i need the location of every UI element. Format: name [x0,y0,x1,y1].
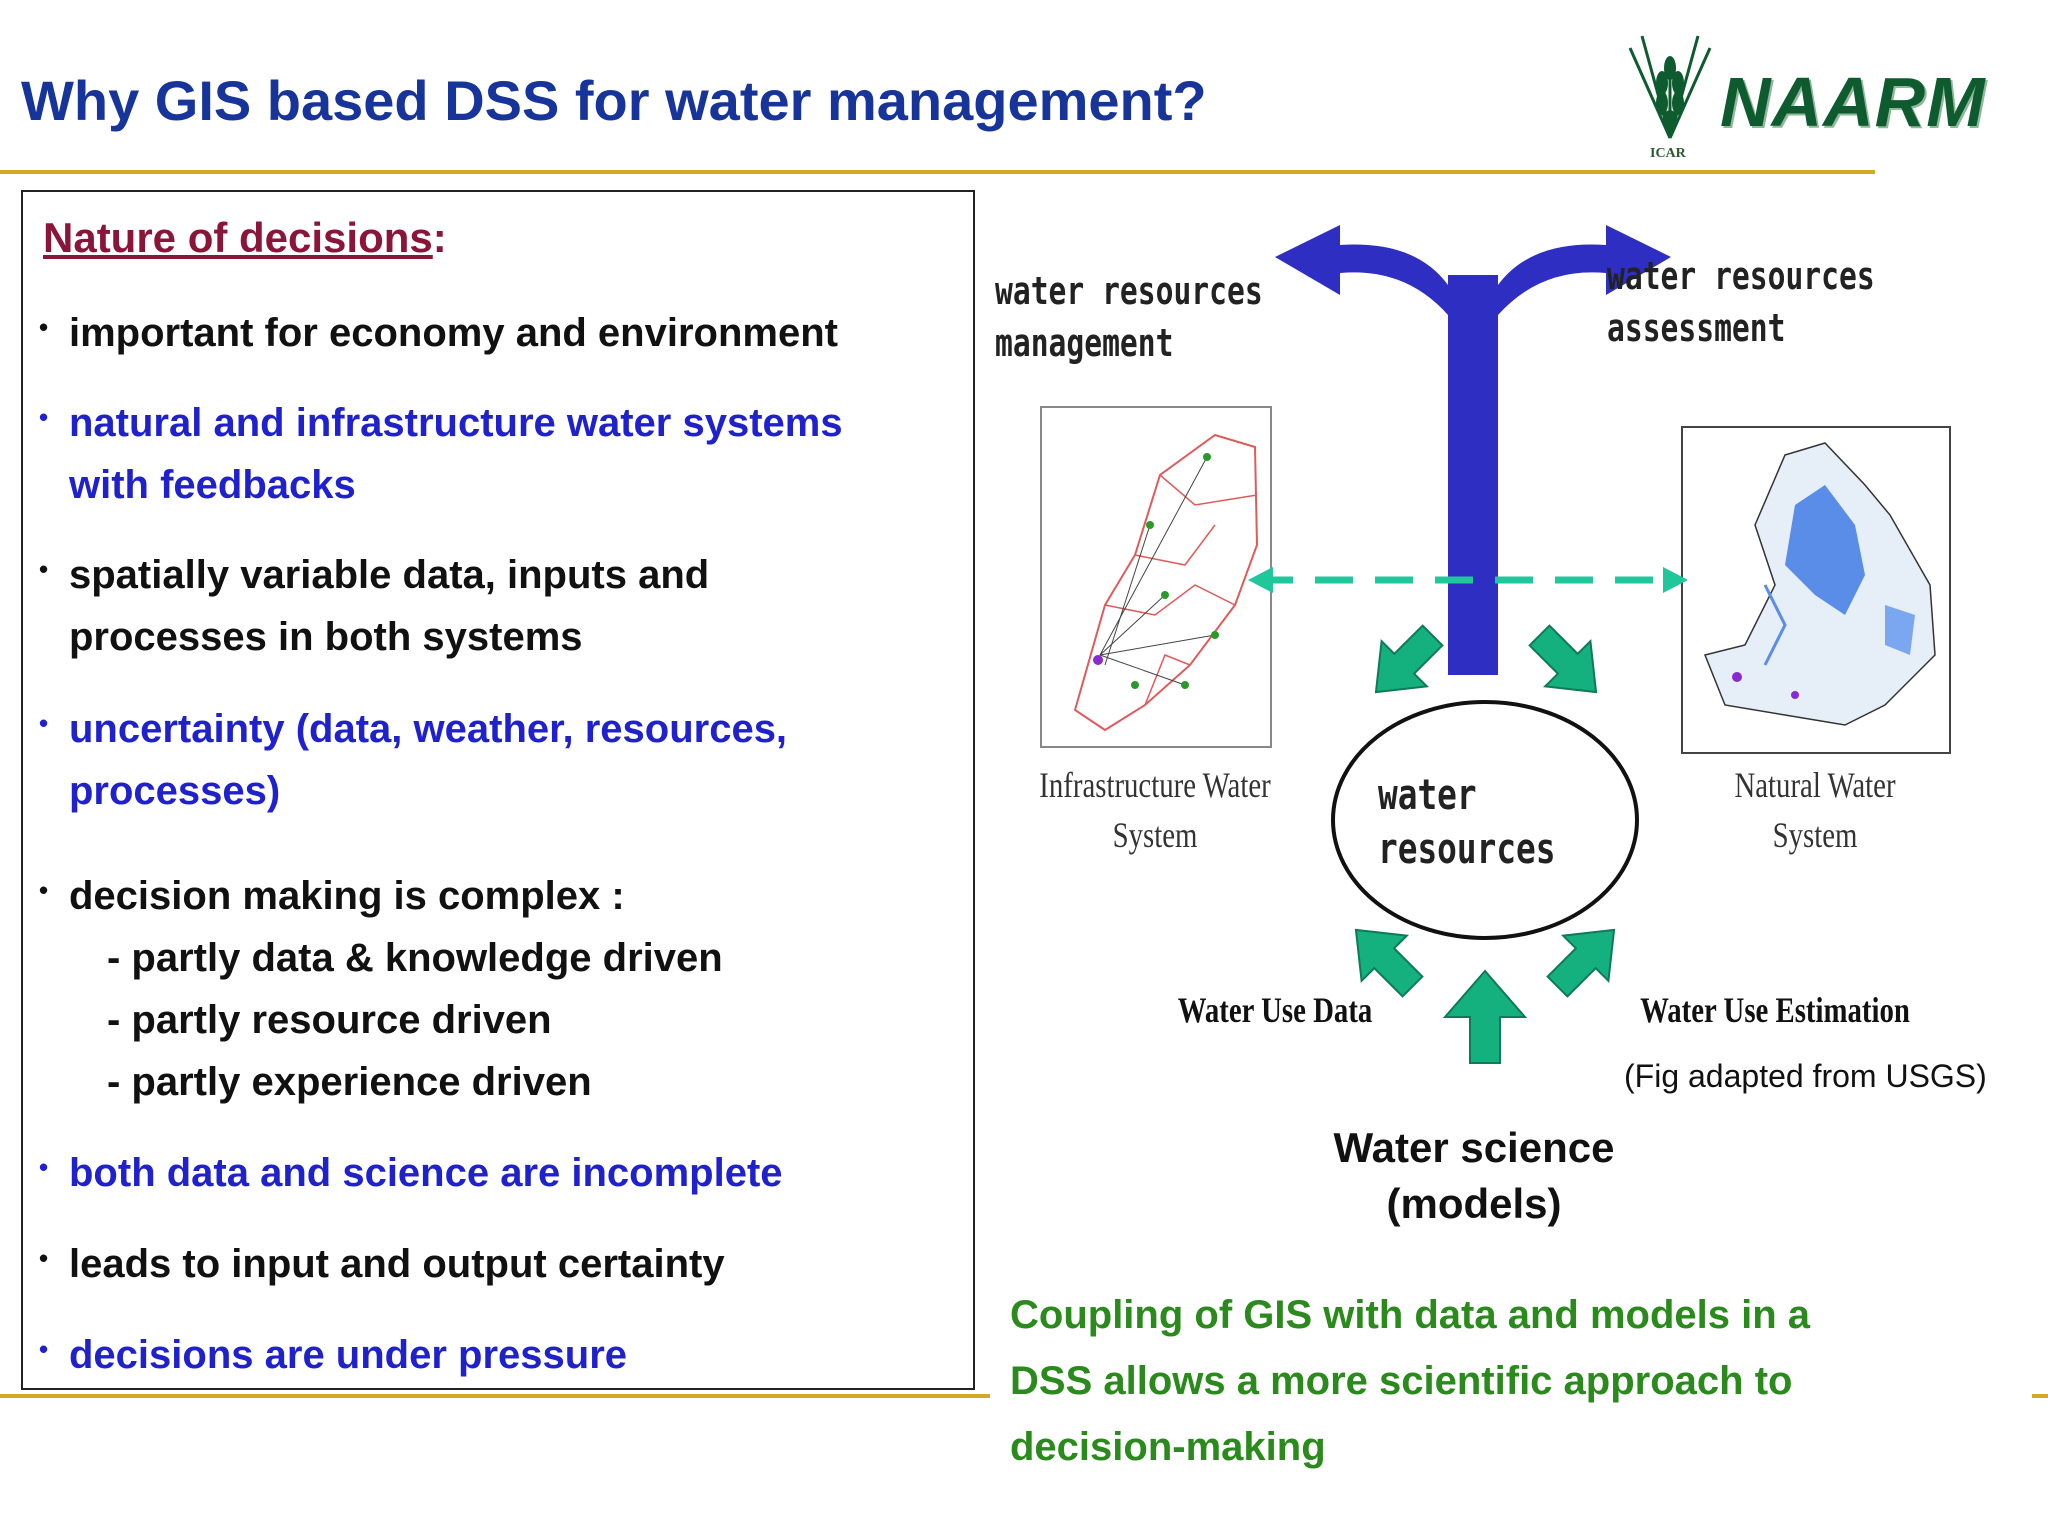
logo-text: NAARM [1720,63,1986,141]
bullet-1: •important for economy and environment [39,311,838,355]
bottom-divider-right [2032,1394,2048,1398]
conclusion-text: Coupling of GIS with data and models in … [1010,1293,1811,1469]
bullet-4: •uncertainty (data, weather, resources,p… [39,707,788,813]
bullet-6: •both data and science are incomplete [39,1151,783,1195]
water-science-label: Water science(models) [1333,1124,1615,1227]
bullet-8: •decisions are under pressure [39,1333,628,1377]
label-water-use-data: Water Use Data [1177,990,1373,1030]
blue-split-arrow [1275,225,1671,675]
natural-water-map [1681,426,1951,754]
label-water-use-estimation: Water Use Estimation [1640,990,1910,1030]
wheat-emblem-icon [1628,35,1712,139]
figure-credit: (Fig adapted from USGS) [1624,1058,1987,1094]
bullet-7: •leads to input and output certainty [39,1242,725,1286]
panel-heading: Nature of decisions: [43,214,447,261]
logo-subtext: ICAR [1650,146,1686,161]
naarm-logo: NAARM ICAR [1620,28,2040,168]
decisions-panel: Nature of decisions: •important for econ… [21,190,975,1390]
slide-title: Why GIS based DSS for water management? [21,69,1207,132]
infrastructure-map [1040,406,1272,748]
top-divider [0,170,1875,174]
bullet-2: •natural and infrastructure water system… [39,401,843,507]
green-arrows [1354,624,1616,1064]
bullet-5: •decision making is complex :- partly da… [39,874,723,1104]
bottom-divider [0,1394,990,1398]
water-resources-ellipse [1331,700,1639,940]
dashed-double-arrow [1248,567,1688,593]
